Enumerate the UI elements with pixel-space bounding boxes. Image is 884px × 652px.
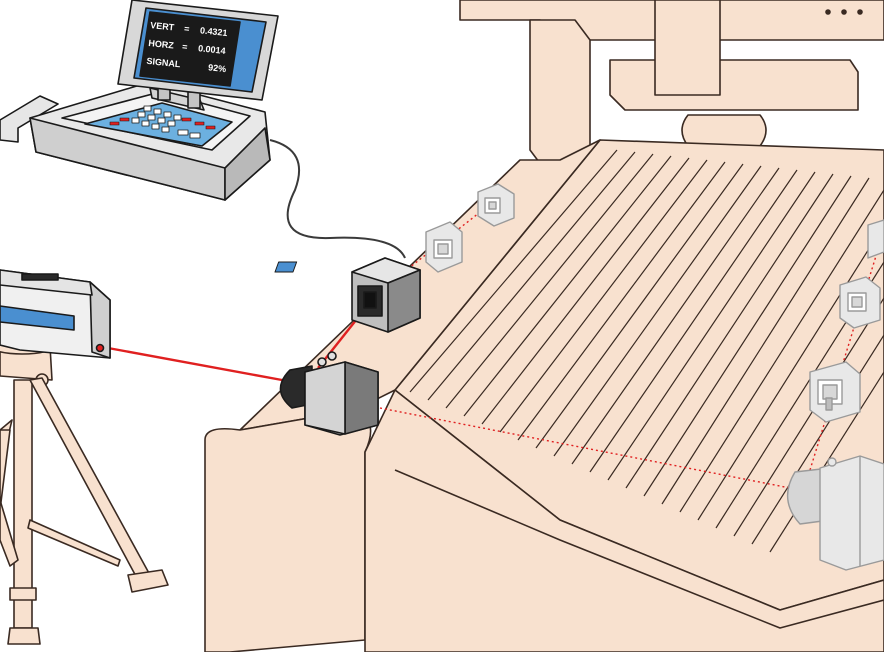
ghost-target-1: [425, 221, 463, 273]
ghost-targets: [425, 183, 884, 571]
vert-equals: =: [184, 24, 190, 34]
table-near-rail-front: [204, 409, 372, 652]
console-red-buttons: [109, 117, 216, 130]
emitter-aperture: [95, 343, 105, 353]
laser-detector: [279, 351, 379, 436]
ghost-detector: [787, 455, 884, 571]
readout-text: VERT = 0.4321 HORZ = 0.0014 SIGNAL 92%: [146, 20, 228, 74]
table-front-apron: [364, 389, 884, 652]
laser-emitter: [0, 269, 111, 359]
emitter-top-slot: [21, 273, 59, 281]
detector-knob-2: [327, 351, 337, 361]
console-display: [139, 11, 241, 87]
horz-label: HORZ: [148, 38, 175, 51]
tripod: [0, 335, 169, 645]
vert-label: VERT: [150, 20, 175, 33]
readout-cable: [269, 139, 406, 259]
cnc-machine: [204, 0, 884, 652]
gantry-bolt-1: [825, 9, 831, 15]
ghost-target-3: [839, 276, 881, 329]
laser-beam-solid-main: [107, 346, 283, 382]
console-hinge-post-2: [187, 91, 201, 109]
vert-value: 0.4321: [200, 25, 228, 38]
gantry-cross-beam: [609, 59, 859, 111]
tripod-leg-left-lower-2: [0, 499, 19, 567]
gantry-bolt-2: [841, 9, 847, 15]
tripod-foot-right: [127, 569, 169, 593]
spindle-housing: [681, 114, 767, 147]
console-keys: [131, 105, 201, 139]
detector-knob-1: [317, 357, 327, 367]
horz-equals: =: [182, 41, 188, 51]
readout-console: [0, 0, 279, 201]
table-front-ledge: [394, 469, 884, 629]
target-cube: [274, 257, 421, 333]
gantry-head-block: [654, 0, 721, 96]
gantry-bolt-3: [857, 9, 863, 15]
signal-label: SIGNAL: [146, 56, 181, 70]
tripod-leg-left-lower: [0, 429, 11, 511]
emitter-blue-window: [0, 305, 75, 331]
ghost-target-2: [477, 183, 515, 227]
horz-value: 0.0014: [198, 43, 226, 56]
gantry-left-column: [529, 19, 591, 171]
tripod-foot-center: [7, 627, 41, 645]
console-handle: [0, 95, 59, 143]
laser-beam-dotted-right: [809, 229, 884, 471]
tripod-column-clamp: [9, 587, 37, 601]
signal-value: 92%: [208, 62, 227, 74]
ghost-target-4: [867, 219, 884, 259]
ghost-target-5: [809, 361, 861, 423]
tripod-brace: [27, 519, 121, 567]
